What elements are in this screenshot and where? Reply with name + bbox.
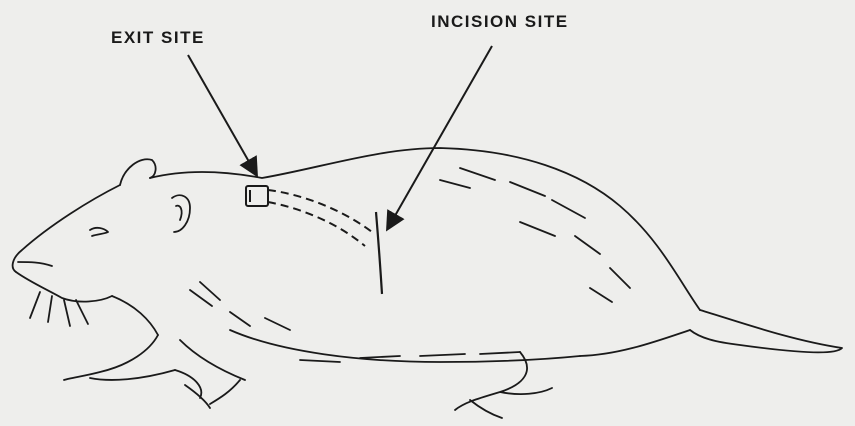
catheter-tract <box>246 186 372 246</box>
incision-site-arrow <box>388 46 492 228</box>
rat-body-outline <box>13 148 842 418</box>
incision-line <box>376 212 382 294</box>
exit-site-arrow <box>188 55 256 174</box>
